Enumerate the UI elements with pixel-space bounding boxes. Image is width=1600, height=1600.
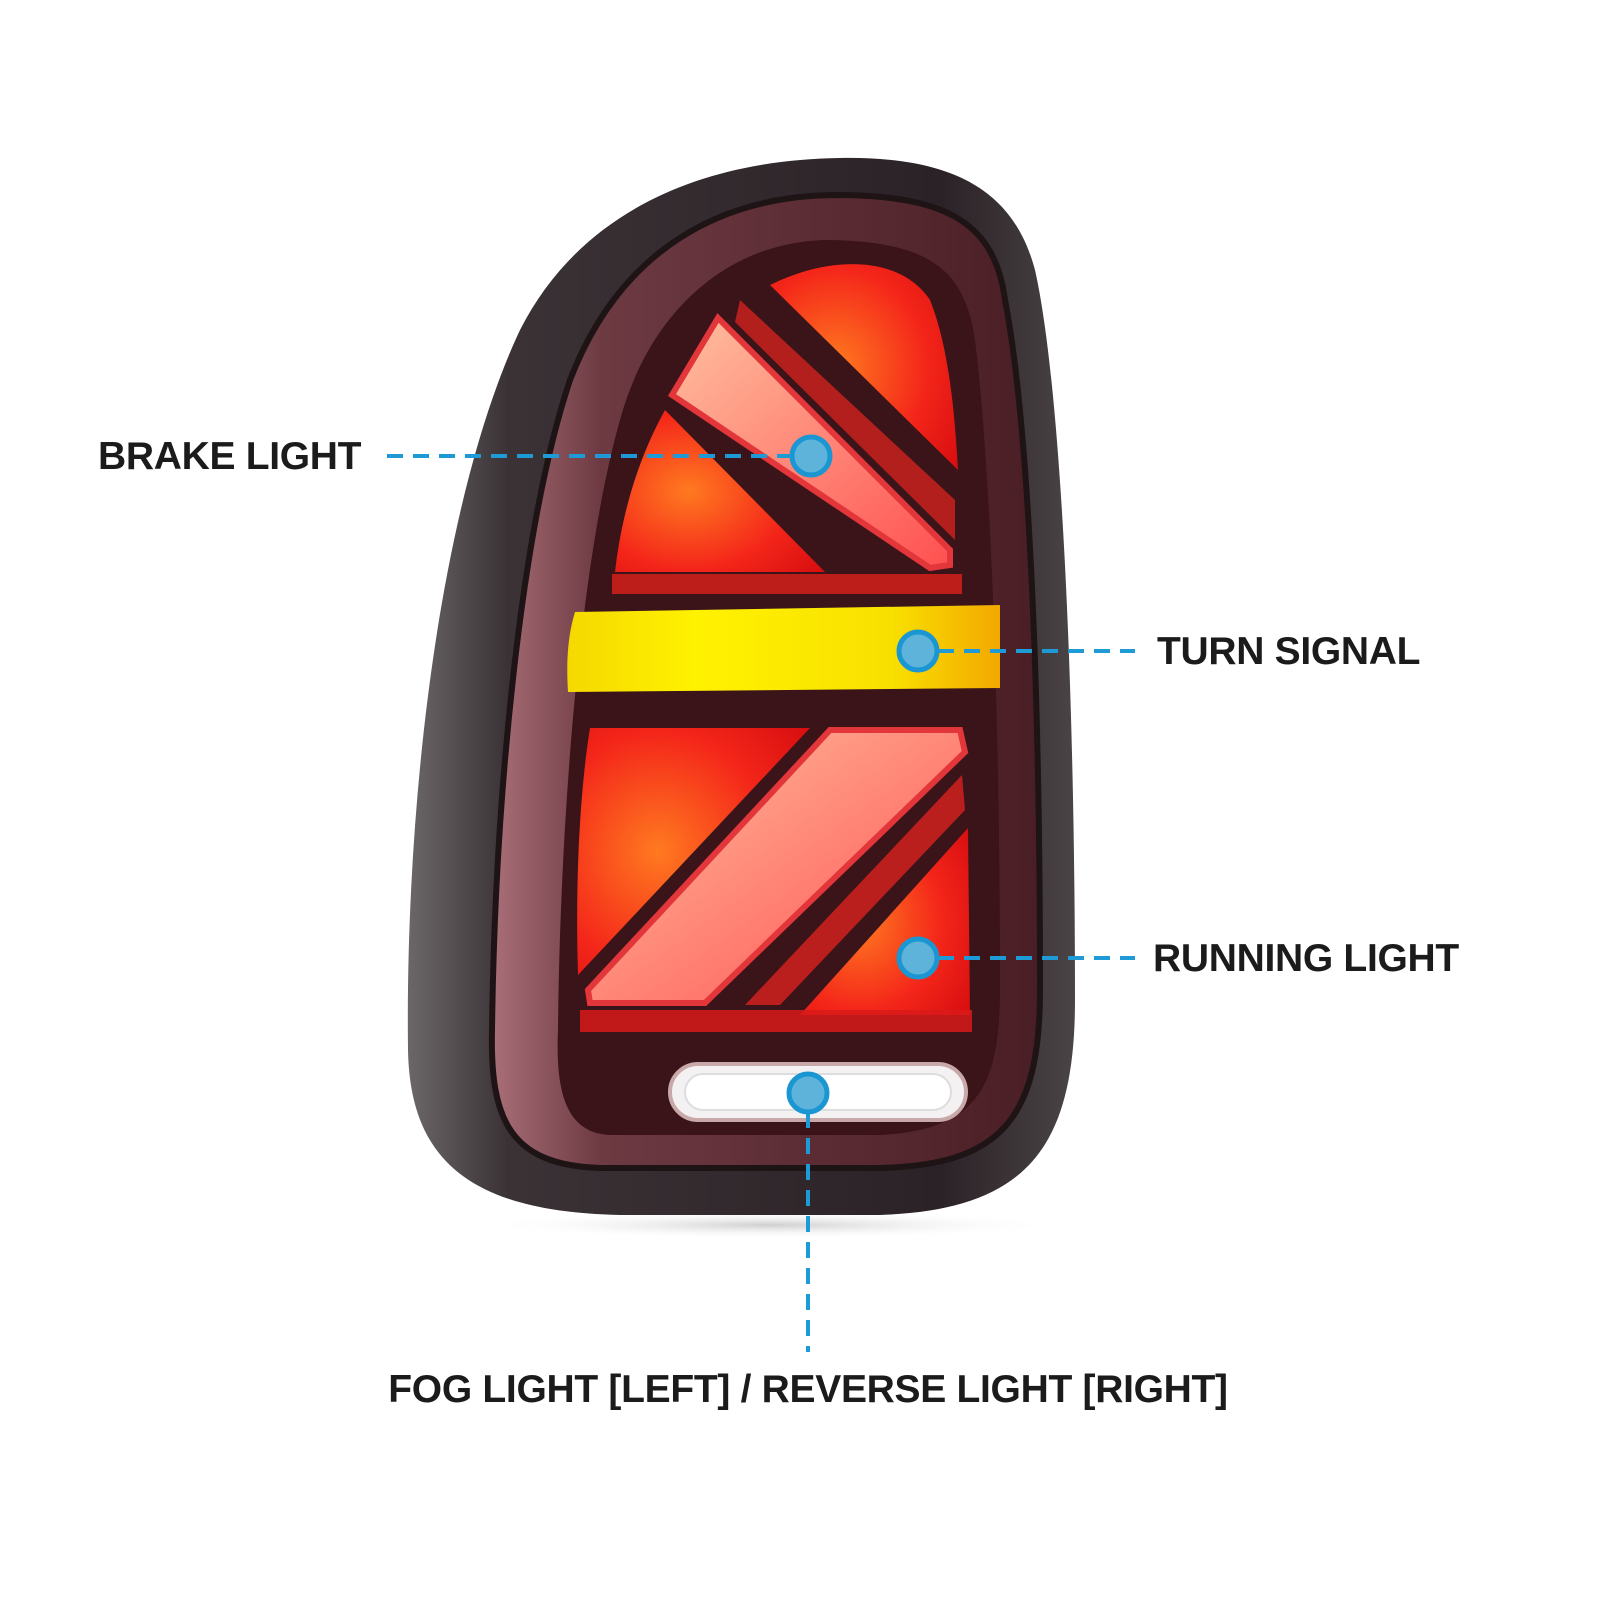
upper-red-triangle-right — [770, 264, 958, 470]
fog-reverse-light-label: FOG LIGHT [LEFT] / REVERSE LIGHT [RIGHT] — [388, 1368, 1228, 1411]
running-marker — [896, 936, 940, 980]
floor-shadow — [480, 1211, 1060, 1239]
fog-marker — [786, 1071, 830, 1115]
turn-marker — [896, 629, 940, 673]
running-light-strip — [584, 727, 969, 1006]
upper-red-triangle-left — [615, 410, 825, 572]
brake-light-strip-2 — [735, 300, 955, 540]
running-light-strip-2 — [745, 775, 965, 1005]
upper-divider — [612, 574, 962, 594]
lower-red-triangle-left — [577, 728, 810, 975]
turn-signal-label: TURN SIGNAL — [1157, 630, 1421, 673]
lower-divider — [580, 1010, 972, 1032]
turn-signal-bar — [567, 605, 1000, 692]
brake-marker — [789, 434, 833, 478]
running-light-label: RUNNING LIGHT — [1153, 937, 1459, 980]
brake-light-label: BRAKE LIGHT — [98, 435, 362, 478]
